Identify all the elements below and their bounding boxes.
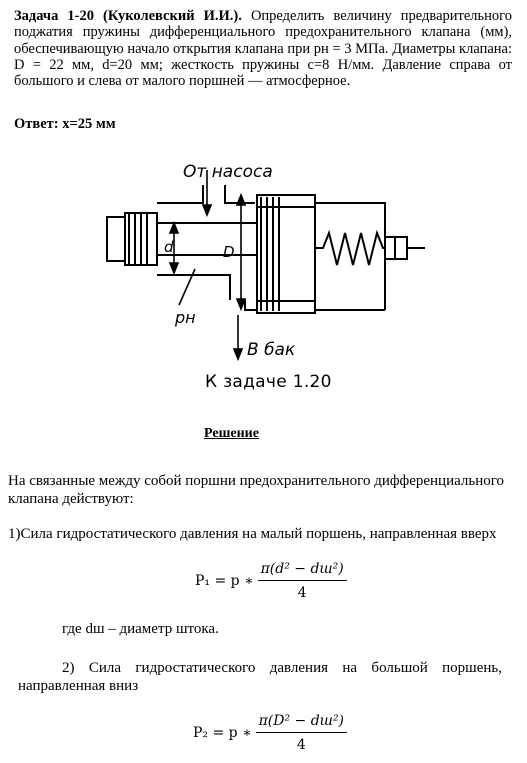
formula-p1-fraction: π(d² − dш²) 4 xyxy=(257,561,347,601)
label-from-pump: От насоса xyxy=(183,162,273,182)
solution-intro: На связанные между собой поршни предохра… xyxy=(8,473,505,507)
formula-p2-fraction: π(D² − dш²) 4 xyxy=(255,713,348,753)
formula-p1-lhs: P₁ = p ∗ xyxy=(195,573,254,589)
solution-item-1: 1)Сила гидростатического давления на мал… xyxy=(8,526,497,542)
figure-caption: К задаче 1.20 xyxy=(205,372,332,392)
answer-line: Ответ: x=25 мм xyxy=(14,116,116,132)
label-large-diameter: D xyxy=(223,243,235,261)
formula-p2: P₂ = p ∗ π(D² − dш²) 4 xyxy=(193,713,348,753)
formula-p1-numerator: π(d² − dш²) xyxy=(257,561,347,581)
formula-p2-lhs: P₂ = p ∗ xyxy=(193,725,252,741)
formula-p2-denominator: 4 xyxy=(296,737,306,753)
problem-text: Определить величину предварительного под… xyxy=(14,8,512,90)
formula-p2-numerator: π(D² − dш²) xyxy=(255,713,348,733)
formula-p1: P₁ = p ∗ π(d² − dш²) 4 xyxy=(195,561,347,601)
problem-statement: Задача 1-20 (Куколевский И.И.). Определи… xyxy=(14,8,512,89)
solution-item-2: 2) Сила гидростатического давления на бо… xyxy=(18,660,502,694)
spring xyxy=(315,229,385,266)
label-small-diameter: d xyxy=(164,238,174,256)
formula-p1-denominator: 4 xyxy=(297,585,307,601)
solution-heading: Решение xyxy=(204,426,259,441)
problem-title: Задача 1-20 (Куколевский И.И.). xyxy=(14,8,242,24)
stem-diameter-note: где dш – диаметр штока. xyxy=(62,621,219,637)
dimension-lines xyxy=(168,170,247,362)
label-pressure: pн xyxy=(174,308,196,327)
inlet-arrow xyxy=(201,204,213,218)
valve-diagram: От насоса В бак d D pн xyxy=(106,162,425,362)
label-to-tank: В бак xyxy=(247,340,296,360)
valve-body xyxy=(106,185,425,314)
outlet-arrow xyxy=(232,348,244,362)
